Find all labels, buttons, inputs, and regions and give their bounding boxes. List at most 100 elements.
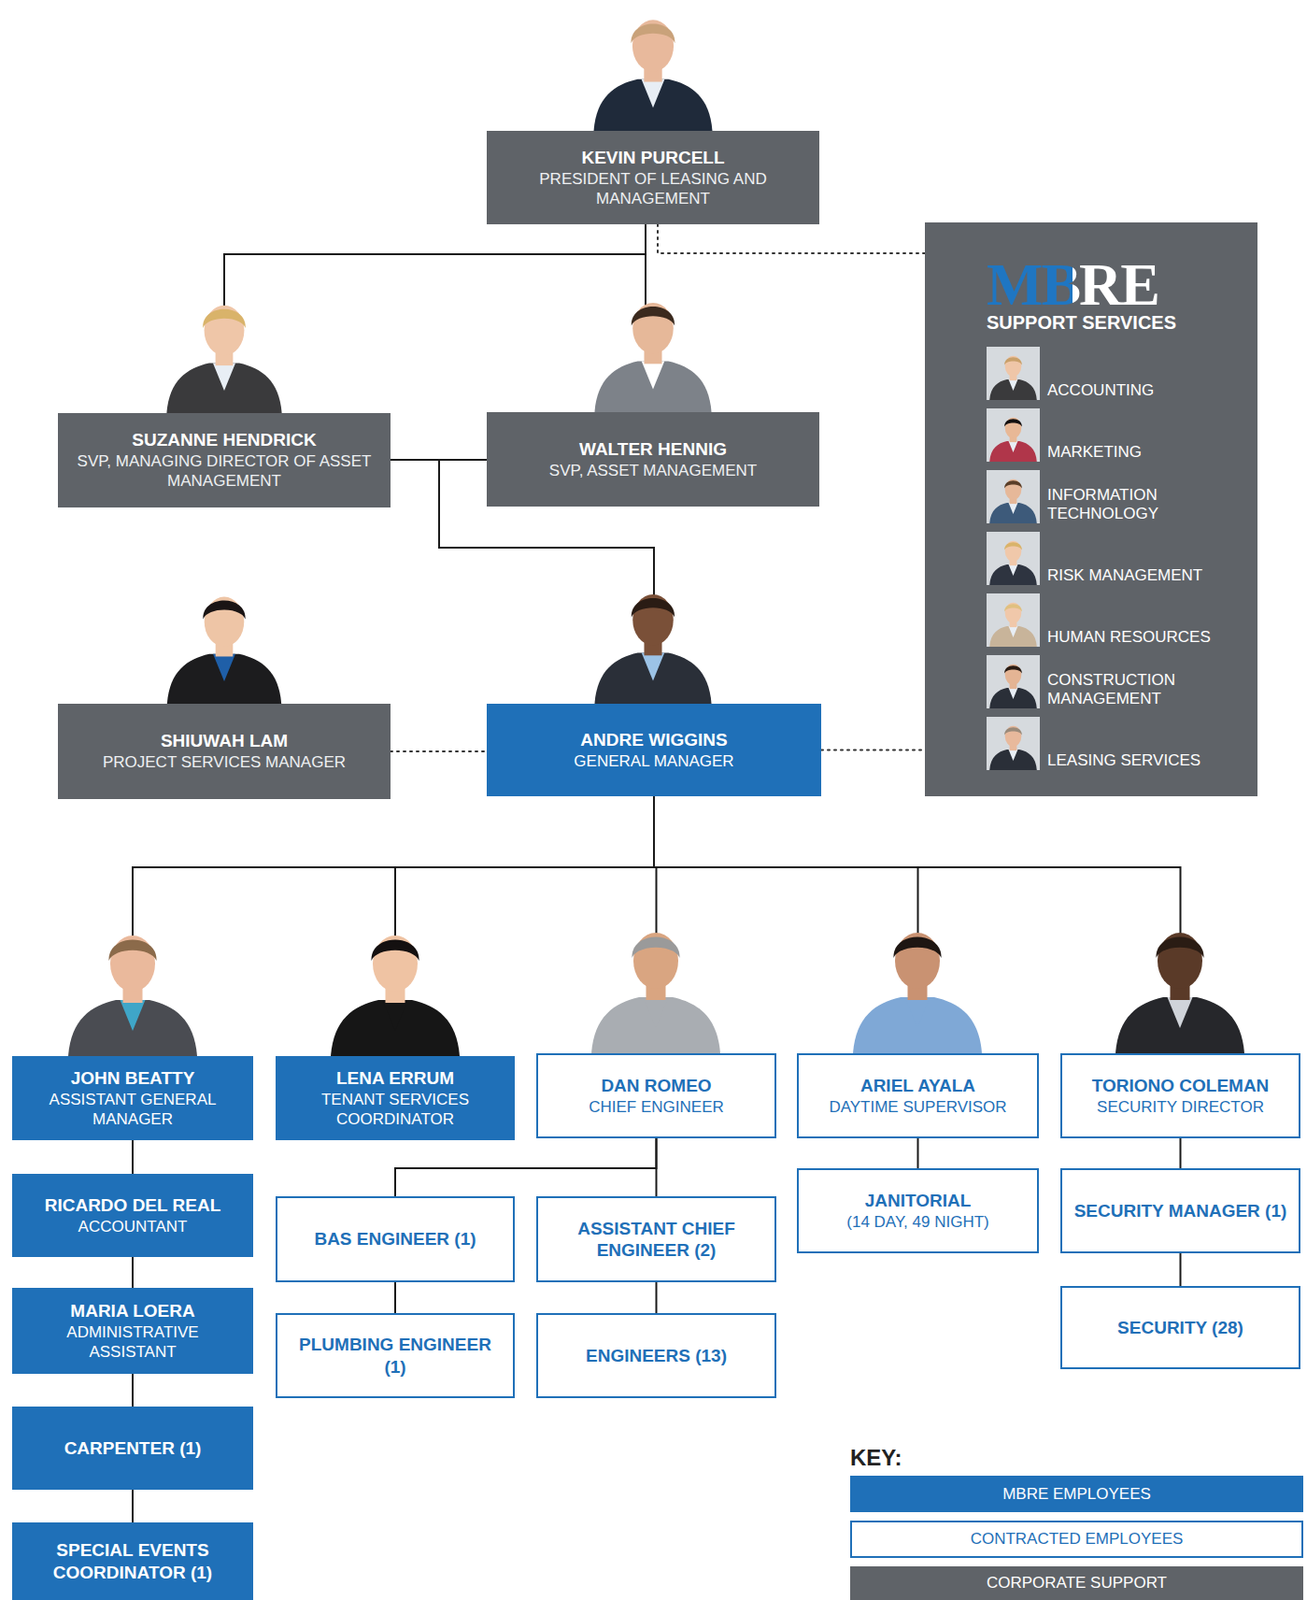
person-name: SECURITY MANAGER (1) [1074, 1199, 1288, 1222]
portrait-frame [986, 593, 1040, 647]
legend-text: CONTRACTED EMPLOYEES [970, 1529, 1184, 1549]
reporting-line [655, 1281, 658, 1313]
leadership-box: SHIUWAH LAMPROJECT SERVICES MANAGER [57, 703, 391, 799]
job-title: TENANT SERVICES COORDINATOR [284, 1090, 506, 1129]
portrait [989, 725, 1038, 770]
job-title: (14 DAY, 49 NIGHT) [846, 1212, 989, 1233]
person-name: ARIEL AYALA [860, 1074, 976, 1096]
reporting-line [394, 1281, 397, 1313]
portrait-frame [986, 469, 1040, 524]
department-label: HUMAN RESOURCES [986, 593, 1249, 647]
portrait [989, 602, 1038, 647]
person-name: LENA ERRUM [336, 1066, 455, 1089]
job-title: DAYTIME SUPERVISOR [828, 1097, 1007, 1118]
department-label: RISK MANAGEMENT [986, 531, 1249, 585]
legend-heading: KEY: [850, 1444, 903, 1471]
reporting-line [1179, 1252, 1182, 1286]
reporting-line [224, 224, 646, 413]
portrait [330, 935, 460, 1056]
legend-swatch: CORPORATE SUPPORT [850, 1565, 1304, 1600]
contractor-box: SECURITY MANAGER (1) [1060, 1167, 1301, 1253]
employee-box: LENA ERRUMTENANT SERVICES COORDINATOR [275, 1055, 515, 1140]
employee-box: RICARDO DEL REALACCOUNTANT [12, 1173, 254, 1257]
portrait [591, 932, 721, 1053]
person-name: PLUMBING ENGINEER (1) [286, 1333, 504, 1377]
person-name: WALTER HENNIG [579, 438, 727, 460]
contractor-box: SECURITY (28) [1060, 1285, 1301, 1369]
reporting-line [132, 795, 654, 1056]
contractor-box: ENGINEERS (13) [536, 1312, 777, 1398]
reporting-line [131, 1489, 134, 1522]
contractor-box: JANITORIAL(14 DAY, 49 NIGHT) [796, 1167, 1039, 1253]
legend-swatch: CONTRACTED EMPLOYEES [850, 1520, 1304, 1558]
reporting-line [395, 1137, 657, 1196]
person-name: TORIONO COLEMAN [1092, 1074, 1270, 1096]
support-services-panel: MBRESUPPORT SERVICESACCOUNTINGMARKETINGI… [924, 222, 1258, 796]
portrait [989, 479, 1038, 524]
person-name: ANDRE WIGGINS [580, 728, 727, 751]
job-title: ADMINISTRATIVE ASSISTANT [21, 1322, 244, 1362]
portrait [989, 355, 1038, 400]
contractor-box: DAN ROMEOCHIEF ENGINEER [536, 1052, 777, 1138]
job-title: SECURITY DIRECTOR [1096, 1097, 1265, 1118]
person-name: SECURITY (28) [1117, 1316, 1244, 1338]
reporting-line [131, 1373, 134, 1407]
portrait-frame [986, 408, 1040, 462]
person-name: SPECIAL EVENTS COORDINATOR (1) [21, 1538, 244, 1582]
person-name: RICARDO DEL REAL [44, 1193, 222, 1216]
contractor-box: BAS ENGINEER (1) [275, 1195, 515, 1282]
department-portraits [986, 346, 1040, 770]
person-name: CARPENTER (1) [64, 1436, 202, 1459]
department-label: INFORMATION TECHNOLOGY [986, 469, 1249, 524]
dotted-reporting-line [821, 749, 925, 752]
portrait [594, 302, 711, 412]
job-title: SVP, ASSET MANAGEMENT [549, 461, 757, 482]
portrait-frame [986, 716, 1040, 770]
department-label: MARKETING [986, 408, 1249, 462]
person-name: ASSISTANT CHIEF ENGINEER (2) [547, 1217, 766, 1261]
department-label: ACCOUNTING [986, 346, 1249, 400]
portrait [1115, 932, 1245, 1053]
employee-box: MARIA LOERAADMINISTRATIVE ASSISTANT [12, 1287, 254, 1374]
person-name: MARIA LOERA [70, 1299, 195, 1322]
panel-heading: SUPPORT SERVICES [986, 310, 1177, 335]
department-label: CONSTRUCTION MANAGEMENT [986, 654, 1249, 709]
person-name: SHIUWAH LAM [160, 729, 288, 752]
job-title: ACCOUNTANT [78, 1217, 188, 1237]
contractor-box: ASSISTANT CHIEF ENGINEER (2) [536, 1195, 777, 1282]
leadership-box: SUZANNE HENDRICKSVP, MANAGING DIRECTOR O… [57, 412, 391, 508]
portrait-frame [986, 654, 1040, 709]
employee-box: ANDRE WIGGINSGENERAL MANAGER [486, 703, 822, 796]
portrait-frame [986, 346, 1040, 400]
portrait [167, 596, 282, 704]
portrait [989, 540, 1038, 585]
person-name: JOHN BEATTY [71, 1066, 196, 1089]
legend-swatch: MBRE EMPLOYEES [850, 1475, 1304, 1512]
reporting-line [1179, 1137, 1182, 1168]
contractor-box: TORIONO COLEMANSECURITY DIRECTOR [1060, 1052, 1301, 1138]
dotted-reporting-line [390, 750, 487, 753]
portrait [166, 305, 282, 413]
reporting-line [131, 1139, 134, 1174]
person-name: SUZANNE HENDRICK [131, 428, 316, 451]
legend-text: MBRE EMPLOYEES [1002, 1484, 1151, 1504]
person-name: DAN ROMEO [600, 1074, 711, 1096]
reporting-line [655, 1137, 658, 1196]
job-title: PRESIDENT OF LEASING AND MANAGEMENT [496, 170, 810, 209]
dotted-reporting-line [657, 224, 925, 254]
department-label: LEASING SERVICES [986, 716, 1249, 770]
reporting-line [131, 1256, 134, 1288]
employee-box: CARPENTER (1) [12, 1406, 254, 1490]
portrait [594, 594, 711, 704]
portrait [989, 664, 1038, 709]
leadership-box: KEVIN PURCELLPRESIDENT OF LEASING AND MA… [486, 130, 820, 225]
person-name: KEVIN PURCELL [581, 146, 725, 169]
job-title: SVP, MANAGING DIRECTOR OF ASSET MANAGEME… [67, 452, 382, 491]
legend-text: CORPORATE SUPPORT [986, 1573, 1167, 1592]
employee-box: JOHN BEATTYASSISTANT GENERAL MANAGER [12, 1055, 254, 1140]
leadership-box: WALTER HENNIGSVP, ASSET MANAGEMENT [486, 411, 820, 507]
employee-box: SPECIAL EVENTS COORDINATOR (1) [12, 1521, 254, 1600]
portrait [852, 932, 982, 1053]
job-title: PROJECT SERVICES MANAGER [102, 752, 346, 773]
person-name: BAS ENGINEER (1) [313, 1227, 476, 1250]
